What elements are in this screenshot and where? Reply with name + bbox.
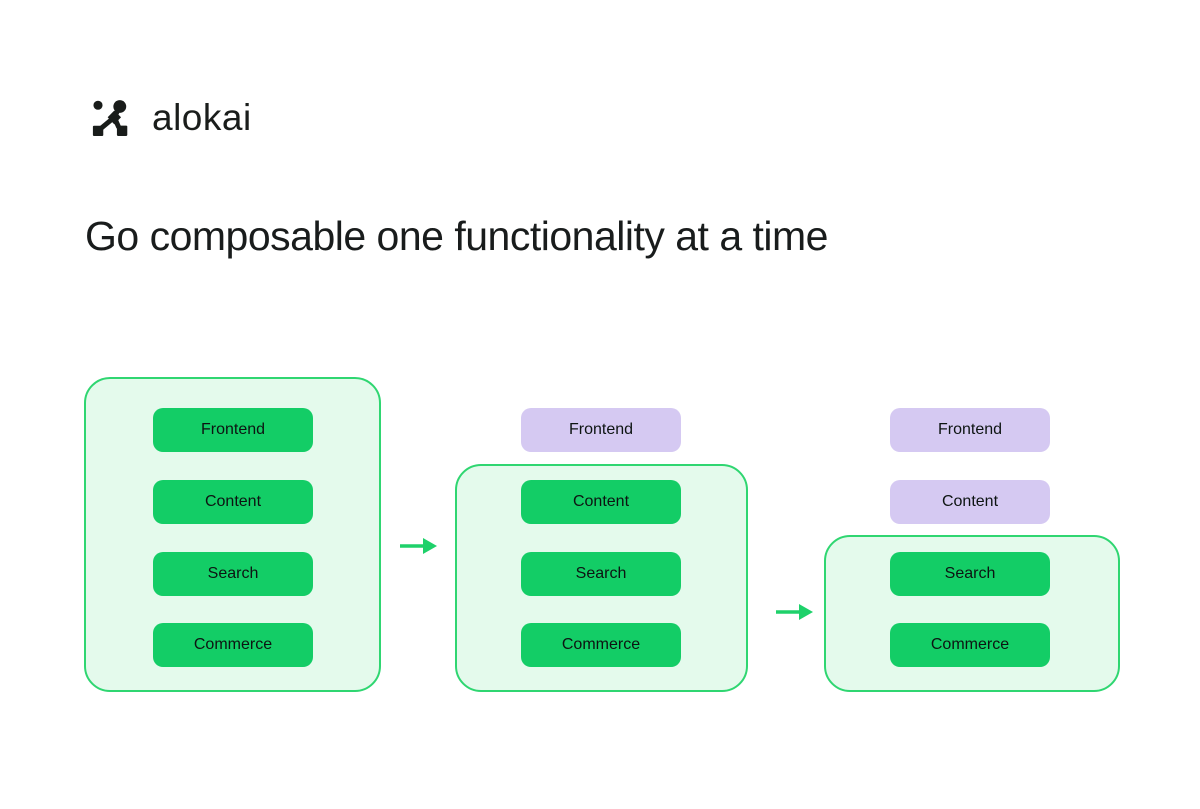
brand-logo: alokai (88, 96, 252, 142)
stage-1-commerce-pill: Commerce (153, 623, 313, 667)
stage-2-frontend-pill: Frontend (521, 408, 681, 452)
stage-2-commerce-pill: Commerce (521, 623, 681, 667)
stage-3-commerce-pill: Commerce (890, 623, 1050, 667)
stage-1-content-pill: Content (153, 480, 313, 524)
stage-3-content-pill: Content (890, 480, 1050, 524)
alokai-logo-icon (92, 100, 128, 137)
right-arrow-icon (776, 604, 813, 620)
right-arrow-icon (400, 538, 437, 554)
page-title: Go composable one functionality at a tim… (85, 213, 829, 259)
stage-3-frontend-pill: Frontend (890, 408, 1050, 452)
stage-1-frontend-pill: Frontend (153, 408, 313, 452)
stage-1-search-pill: Search (153, 552, 313, 596)
stage-2-content-pill: Content (521, 480, 681, 524)
stage-3-search-pill: Search (890, 552, 1050, 596)
brand-wordmark: alokai (152, 96, 252, 138)
stage-2-search-pill: Search (521, 552, 681, 596)
